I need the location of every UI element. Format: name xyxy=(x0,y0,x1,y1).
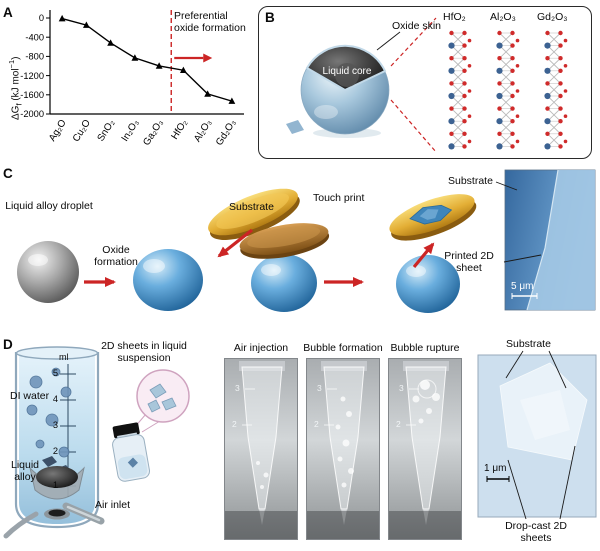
photo-label-bubble-rupture: Bubble rupture xyxy=(390,342,460,354)
svg-text:-1200: -1200 xyxy=(20,71,44,81)
ml-label: ml xyxy=(59,352,69,362)
sample-vial xyxy=(112,422,151,482)
lift-substrate-arrow xyxy=(412,242,435,269)
di-water-label: DI water xyxy=(10,390,50,402)
svg-text:Al₂O₃: Al₂O₃ xyxy=(192,118,214,144)
svg-text:-2000: -2000 xyxy=(20,109,44,119)
svg-text:-400: -400 xyxy=(25,32,44,42)
svg-text:0: 0 xyxy=(39,13,44,23)
panel-c-label: C xyxy=(3,166,13,181)
touch-print-label: Touch print xyxy=(313,192,365,204)
oxide-formation-label: Oxide formation xyxy=(94,244,138,269)
printed-2d-sheet-label: Printed 2D sheet xyxy=(444,250,494,275)
chart-annotation: Preferential oxide formation xyxy=(174,10,246,35)
chart-y-axis-label: ΔGf (kJ mol−1) xyxy=(7,56,24,120)
crystal-label-gd2o3: Gd₂O₃ xyxy=(537,11,568,23)
liquid-alloy-droplet-label: Liquid alloy droplet xyxy=(5,200,93,212)
crystal-label-al2o3: Al₂O₃ xyxy=(490,11,516,23)
tube-mark: 2 xyxy=(396,419,401,429)
graduation-5: 5 xyxy=(52,368,58,378)
tube-mark: 3 xyxy=(235,383,240,393)
touch-print-droplet-graphic xyxy=(251,254,317,312)
panel-b-label: B xyxy=(265,10,275,25)
micrograph-substrate-label: Substrate xyxy=(448,175,493,187)
liquid-alloy-label: Liquid alloy xyxy=(10,459,40,484)
graduation-3: 3 xyxy=(52,420,58,430)
scale-bar-1um-label: 1 μm xyxy=(484,463,507,474)
photo-air-injection: 3 2 xyxy=(224,358,298,540)
liquid-core-label: Liquid core xyxy=(322,66,372,77)
svg-text:Cu₂O: Cu₂O xyxy=(71,117,93,143)
substrate-label: Substrate xyxy=(229,201,274,213)
scale-bar-5um-label: 5 μm xyxy=(511,281,534,292)
tube-mark: 2 xyxy=(314,419,319,429)
tube-mark: 3 xyxy=(317,383,322,393)
tube-mark: 3 xyxy=(399,383,404,393)
press-substrate-arrow xyxy=(217,228,253,258)
svg-text:Gd₂O₃: Gd₂O₃ xyxy=(214,118,238,148)
crystal-label-hfo2: HfO₂ xyxy=(443,11,466,23)
svg-text:Ag₂O: Ag₂O xyxy=(47,117,69,143)
printed-disk-graphic xyxy=(389,194,477,241)
photo-bubble-formation: 3 2 xyxy=(306,358,380,540)
svg-text:SnO₂: SnO₂ xyxy=(95,118,117,144)
graduation-4: 4 xyxy=(52,394,58,404)
ladle-handle xyxy=(3,511,39,539)
graduation-1: 1 xyxy=(52,480,58,490)
svg-text:Ga₂O₃: Ga₂O₃ xyxy=(141,118,165,148)
photo-label-bubble-formation: Bubble formation xyxy=(303,342,383,354)
svg-text:-800: -800 xyxy=(25,52,44,62)
panel-d-label: D xyxy=(3,337,13,352)
air-inlet-label: Air inlet xyxy=(95,499,131,511)
micrograph-d-substrate-label: Substrate xyxy=(506,338,551,350)
photo-bubble-rupture: 3 2 xyxy=(388,358,462,540)
touch-print-disk-graphic xyxy=(239,223,330,259)
graduation-2: 2 xyxy=(52,446,58,456)
panel-a-label: A xyxy=(3,5,13,20)
suspension-label: 2D sheets in liquid suspension xyxy=(101,340,187,365)
svg-text:HfO₂: HfO₂ xyxy=(169,118,190,142)
svg-text:-1600: -1600 xyxy=(20,90,44,100)
photo-label-air-injection: Air injection xyxy=(233,342,289,354)
svg-text:In₂O₃: In₂O₃ xyxy=(120,118,142,144)
drop-cast-micrograph xyxy=(477,350,597,520)
oxide-skin-label: Oxide skin xyxy=(392,20,442,32)
liquid-alloy-droplet-graphic xyxy=(17,241,79,303)
drop-cast-label: Drop-cast 2D sheets xyxy=(505,520,567,545)
substrate-disk-graphic xyxy=(208,188,300,240)
suspension-magnifier xyxy=(133,369,190,433)
tube-mark: 2 xyxy=(232,419,237,429)
